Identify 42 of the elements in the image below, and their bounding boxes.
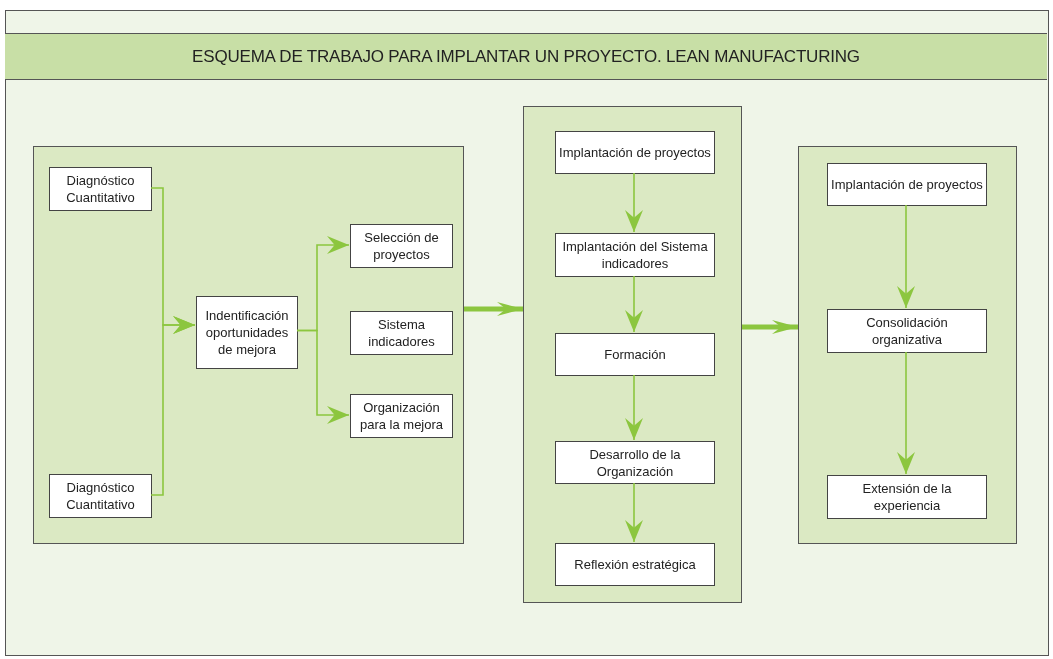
arrow xyxy=(625,374,643,441)
process-box xyxy=(555,131,715,174)
box-label: Implantación de proyectos xyxy=(559,144,711,161)
process-box xyxy=(350,394,453,438)
arrow xyxy=(296,329,350,424)
process-box xyxy=(555,441,715,484)
box-label: Extensión de la experiencia xyxy=(861,480,953,514)
arrow xyxy=(150,316,196,496)
process-box xyxy=(49,167,152,211)
arrow xyxy=(625,275,643,333)
box-label: Implantación de proyectos xyxy=(831,176,983,193)
box-label: Reflexión estratégica xyxy=(574,556,696,573)
group-panel xyxy=(33,146,464,544)
box-label: Indentificación oportunidades de mejora xyxy=(204,307,290,358)
process-box xyxy=(350,311,453,355)
arrow xyxy=(625,172,643,233)
title-banner: ESQUEMA DE TRABAJO PARA IMPLANTAR UN PROYECTO. LEAN MANUFACTURING xyxy=(5,33,1047,80)
arrow xyxy=(625,482,643,543)
arrow xyxy=(897,204,915,309)
process-box xyxy=(350,224,453,268)
box-label: Sistema indicadores xyxy=(367,316,436,350)
box-label: Selección de proyectos xyxy=(363,229,440,263)
process-box xyxy=(555,333,715,376)
process-box xyxy=(827,309,987,353)
arrow xyxy=(464,302,523,316)
box-label: Desarrollo de la Organización xyxy=(588,445,682,480)
group-panel xyxy=(798,146,1017,544)
process-box xyxy=(555,543,715,586)
process-box xyxy=(49,474,152,518)
group-panel xyxy=(523,106,742,603)
process-box xyxy=(196,296,298,369)
box-label: Diagnóstico Cuantitativo xyxy=(65,479,136,513)
box-label: Consolidación organizativa xyxy=(865,314,949,348)
arrow xyxy=(742,320,798,334)
box-label: Formación xyxy=(604,346,666,363)
box-label: Implantación del Sistema indicadores xyxy=(561,238,709,272)
box-label: Organización para la mejora xyxy=(358,399,445,433)
process-box xyxy=(555,233,715,277)
box-label: Diagnóstico Cuantitativo xyxy=(65,172,136,206)
process-box xyxy=(827,163,987,206)
arrow xyxy=(897,351,915,475)
process-box xyxy=(827,475,987,519)
